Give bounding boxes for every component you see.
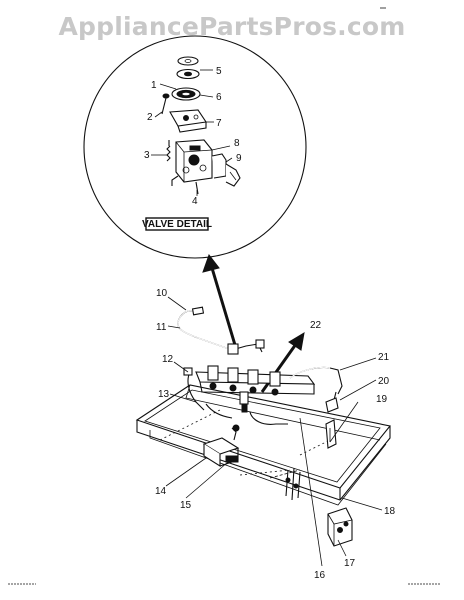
label-4: 4 (192, 196, 198, 207)
valve-body-part (171, 139, 213, 186)
label-15: 15 (180, 500, 192, 511)
valve-detail-tag: VALVE DETAIL (142, 217, 212, 231)
label-22: 22 (310, 320, 322, 331)
label-11: 11 (156, 322, 167, 333)
label-21: 21 (378, 352, 390, 363)
label-2: 2 (147, 112, 153, 123)
label-14: 14 (155, 486, 167, 497)
label-6: 6 (216, 92, 222, 103)
label-20: 20 (378, 376, 390, 387)
drip-pan (135, 384, 391, 506)
washer-part (176, 56, 200, 80)
outlet-fitting-part (211, 153, 241, 187)
side-bracket (325, 419, 337, 449)
label-3: 3 (144, 150, 150, 161)
label-7: 7 (216, 118, 222, 129)
label-13: 13 (158, 389, 170, 400)
label-10: 10 (156, 288, 168, 299)
burner-tube (177, 306, 265, 355)
label-9: 9 (236, 153, 242, 164)
wiring-harness (269, 467, 301, 501)
arrow-22 (260, 332, 305, 393)
label-19: 19 (376, 394, 388, 405)
label-17: 17 (344, 558, 356, 569)
o-ring-part (171, 87, 201, 101)
gas-supply-tube (289, 366, 343, 413)
manifold (195, 365, 316, 413)
label-18: 18 (384, 506, 396, 517)
label-1: 1 (151, 80, 157, 91)
burner-pan-assembly: 10 11 12 13 14 15 16 17 18 19 20 21 22 (135, 288, 396, 581)
bracket-plate-part (169, 109, 207, 133)
mounting-bracket (327, 507, 353, 547)
valve-detail-callout: VALVE DETAIL 5 1 6 2 7 8 3 9 4 (83, 35, 307, 259)
label-12: 12 (162, 354, 174, 365)
valve-detail-label: VALVE DETAIL (142, 219, 212, 230)
label-8: 8 (234, 138, 240, 149)
assembly-leader-lines (165, 296, 383, 567)
arrow-to-detail (202, 253, 237, 346)
label-5: 5 (216, 66, 222, 77)
detail-leader-lines (151, 69, 233, 196)
lower-stud-part (195, 181, 199, 195)
spring-pin-part (166, 140, 171, 162)
screw-part (161, 93, 170, 115)
watermark: AppliancePartsPros.com (58, 12, 406, 41)
detail-circle (83, 35, 307, 259)
label-16: 16 (314, 570, 326, 581)
